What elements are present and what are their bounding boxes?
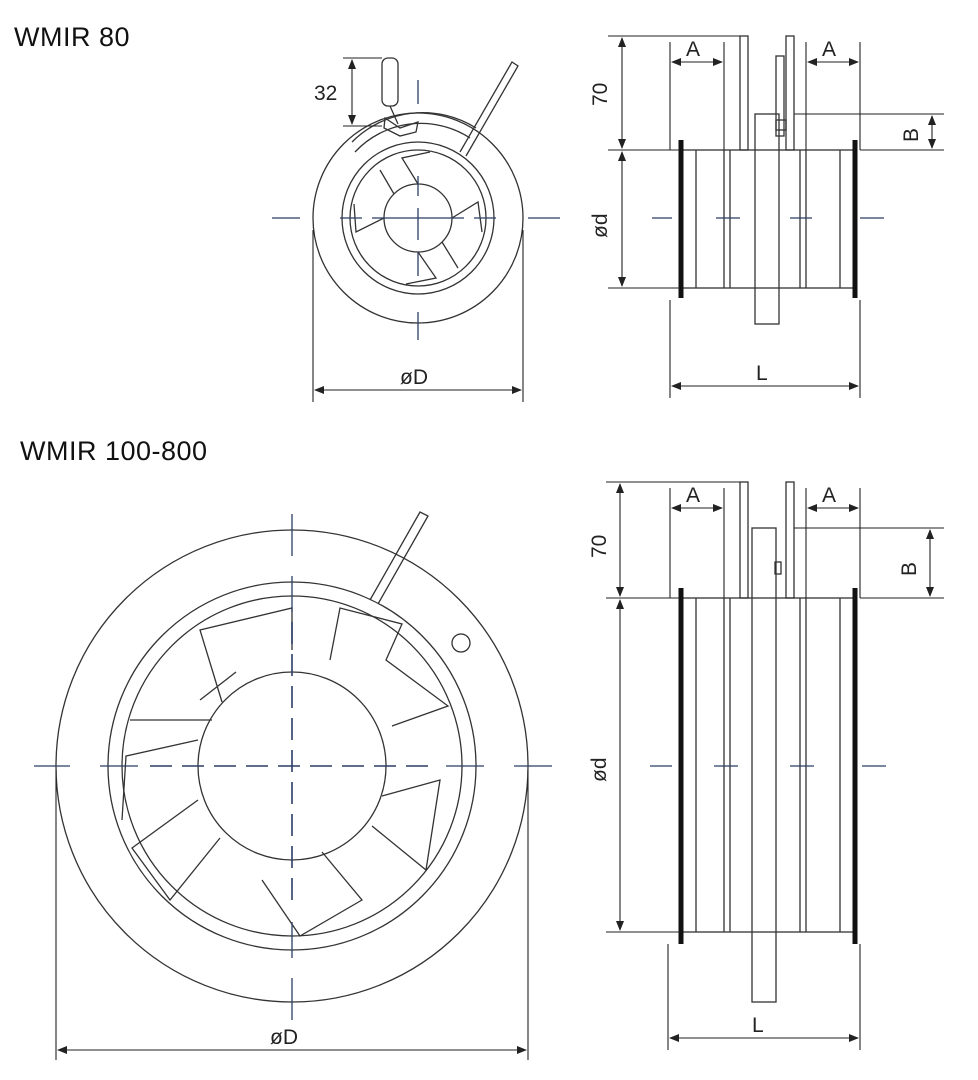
wmir100-dim-B-label: B bbox=[898, 562, 921, 576]
wmir80-dim-32-label: 32 bbox=[314, 82, 337, 105]
wmir100-lever-right bbox=[785, 481, 795, 599]
wmir80-dim-L-label: L bbox=[756, 362, 768, 385]
wmir80-dim-A-right-label: A bbox=[822, 38, 836, 61]
wmir100-dim-oD-label: øD bbox=[270, 1026, 298, 1049]
wmir100-dim-L-label: L bbox=[752, 1014, 764, 1037]
wmir80-front-view: 32 øD bbox=[272, 57, 560, 402]
title-wmir-100-800: WMIR 100-800 bbox=[20, 436, 208, 466]
wmir80-body bbox=[679, 149, 857, 289]
wmir100-vanes bbox=[121, 607, 450, 937]
wmir100-side-view: 70 ød A A B L bbox=[588, 481, 944, 1050]
wmir80-side-view: 70 ød A A B L bbox=[589, 35, 944, 398]
wmir80-flange-plate bbox=[754, 113, 780, 325]
wmir80-dim-A-left-label: A bbox=[686, 38, 700, 61]
title-wmir-80: WMIR 80 bbox=[14, 22, 131, 52]
wmir80-dim-od-label: ød bbox=[589, 213, 612, 238]
wmir80-dim-oD-label: øD bbox=[400, 366, 428, 389]
wmir80-handle bbox=[381, 57, 519, 157]
wmir100-dim-A-left-label: A bbox=[686, 484, 700, 507]
wmir100-bolt-hole bbox=[451, 633, 471, 653]
wmir80-lever-left bbox=[739, 35, 749, 151]
wmir80-dim-B-label: B bbox=[900, 128, 923, 142]
wmir100-flange-plate bbox=[751, 527, 777, 1003]
wmir100-dim-A-right-label: A bbox=[822, 484, 836, 507]
wmir100-dim-od-label: ød bbox=[588, 757, 611, 782]
wmir100-body bbox=[679, 597, 857, 933]
wmir80-dim-70-label: 70 bbox=[589, 83, 612, 106]
wmir100-front-view: øD bbox=[34, 511, 552, 1060]
wmir100-lever-left bbox=[739, 481, 749, 599]
wmir80-arc-slot bbox=[354, 122, 471, 153]
wmir80-lever-right bbox=[785, 35, 795, 151]
wmir80-vanes bbox=[353, 151, 483, 285]
wmir100-dim-70-label: 70 bbox=[588, 535, 611, 558]
wmir100-handle bbox=[369, 511, 429, 605]
